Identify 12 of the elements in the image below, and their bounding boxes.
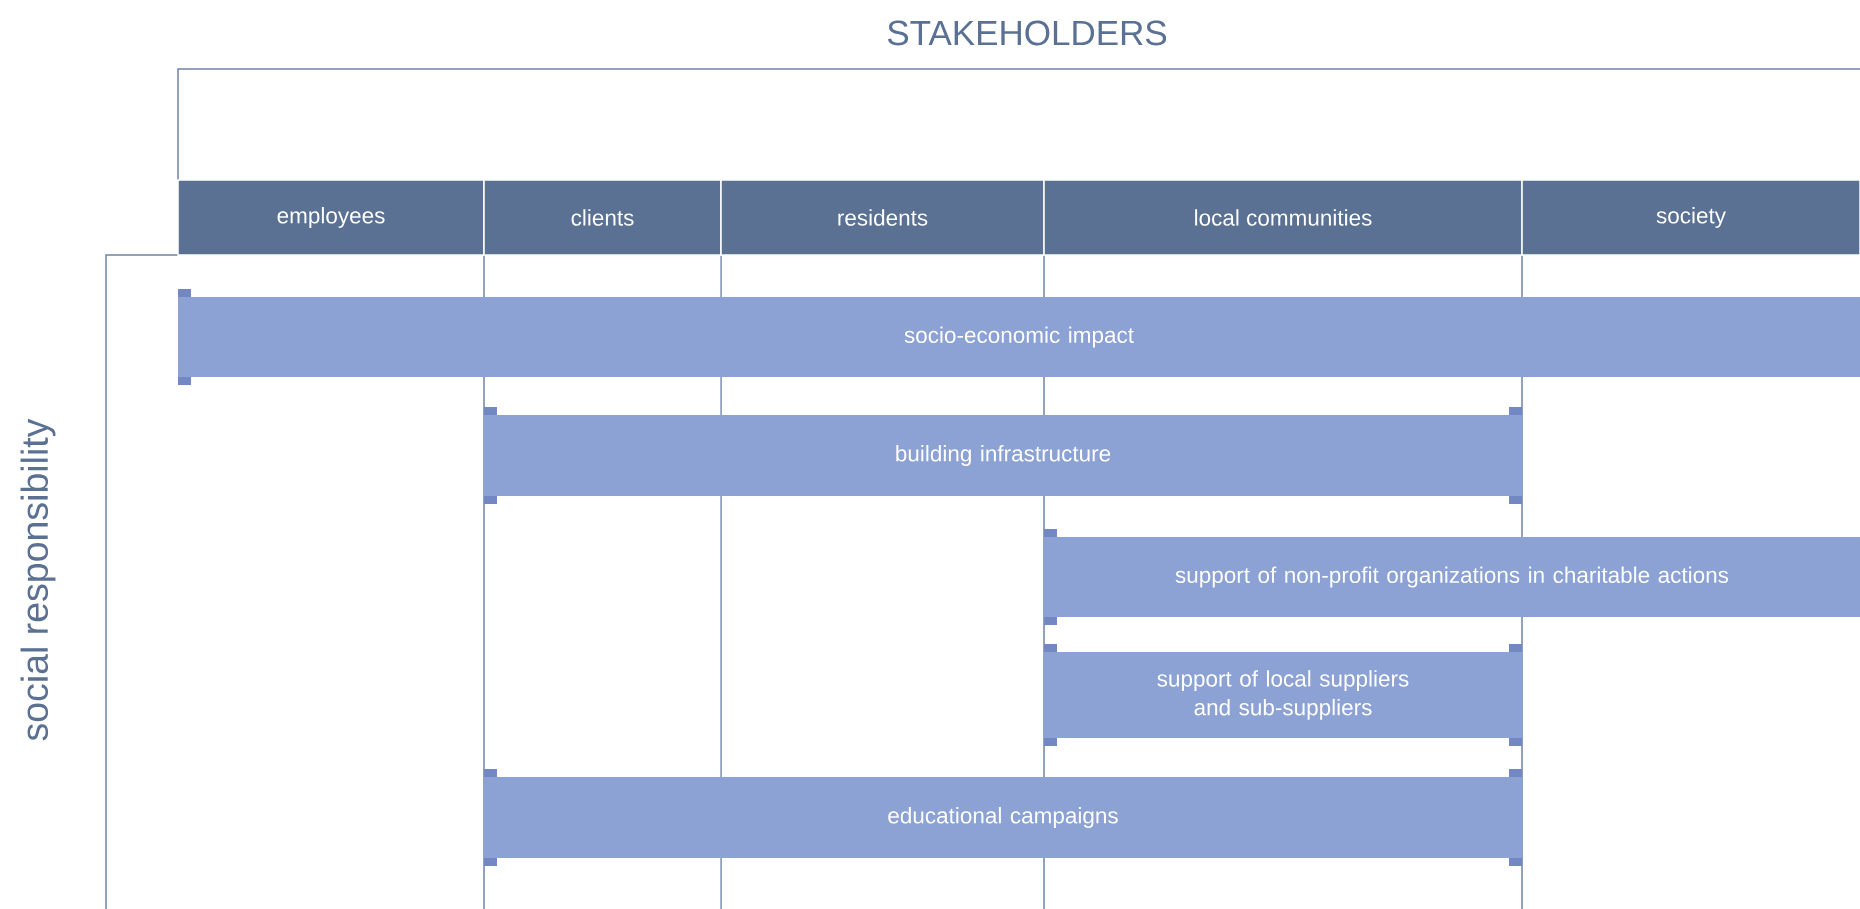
impact-bar: building infrastructure (484, 407, 1522, 504)
impact-bar: support of local suppliers and sub-suppliers (1044, 644, 1522, 746)
impact-bar: educational campaigns (484, 769, 1522, 866)
column-header: employees (177, 179, 485, 256)
column-header: residents (720, 179, 1045, 256)
column-header: local communities (1043, 179, 1523, 256)
impact-bar: support of non-profit organizations in charitable actions (1044, 529, 1860, 625)
column-header: society (1521, 179, 1860, 256)
column-header: clients (483, 179, 722, 256)
vertical-label: social responsibility (20, 418, 56, 741)
title: STAKEHOLDERS (887, 20, 1167, 46)
impact-bar: socio-economic impact (178, 289, 1860, 385)
